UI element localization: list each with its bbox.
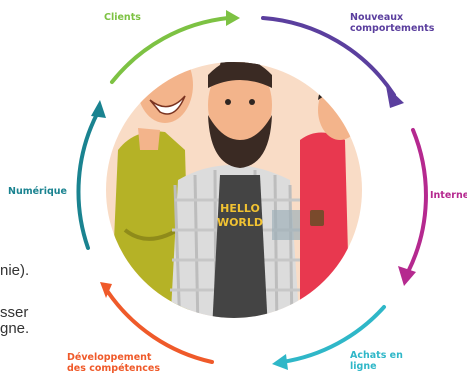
arrow-internet (406, 128, 428, 274)
background-text-line-3: gne. (0, 320, 30, 337)
arrow-numerique (76, 110, 100, 250)
arrowhead-clients (226, 10, 240, 26)
arrowheads (91, 10, 416, 370)
label-nouveaux-line-1: Nouveaux (350, 12, 404, 23)
label-achats-line-1: Achats en (350, 350, 403, 361)
label-nouveaux-line-2: comportements (350, 23, 435, 34)
label-clients: Clients (104, 12, 141, 23)
label-nouveaux-comportements: Nouveaux comportements (350, 12, 434, 34)
arrow-clients (110, 16, 230, 84)
label-developpement-line-2: des compétences (67, 363, 160, 374)
arrowhead-developpement (100, 282, 112, 298)
label-numerique: Numérique (8, 186, 68, 197)
illustration: HELLO WORLD (106, 62, 362, 318)
arrow-nouveaux-comportements (261, 16, 396, 97)
arrowhead-numerique (91, 100, 106, 118)
label-developpement-des-competences: Développement des compétences (67, 352, 160, 374)
arrowhead-nouveaux (386, 86, 404, 108)
arrowhead-internet (398, 266, 416, 286)
label-internet: Interne (430, 190, 467, 201)
background-text-line-1: nie). (0, 262, 30, 279)
background-text-line-2: sser (0, 304, 29, 321)
shirt-text-line-1: HELLO (220, 202, 260, 215)
shirt-text-line-2: WORLD (217, 216, 263, 229)
arrow-developpement (106, 290, 214, 364)
arrow-achats-en-ligne (280, 305, 386, 364)
arrowhead-achats (272, 354, 288, 370)
label-achats-en-ligne: Achats en ligne (350, 350, 403, 372)
label-achats-line-2: ligne (350, 361, 377, 372)
label-developpement-line-1: Développement (67, 352, 152, 363)
center-character (170, 62, 324, 318)
